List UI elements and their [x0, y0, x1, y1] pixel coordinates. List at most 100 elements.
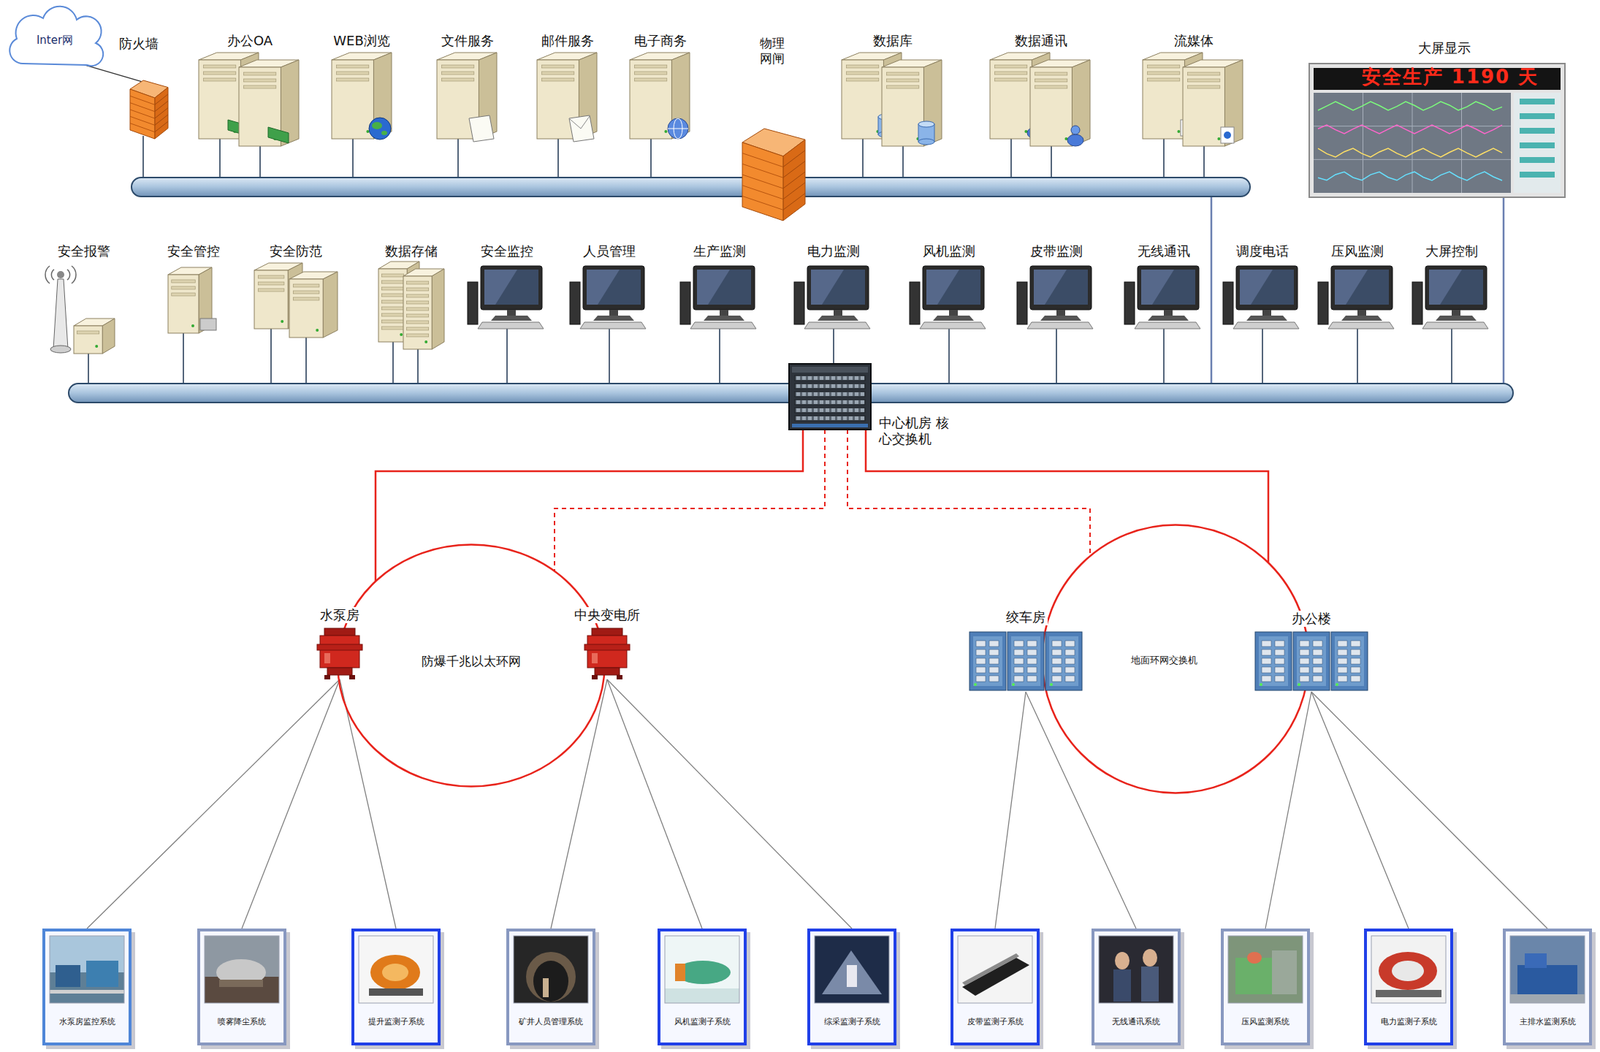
node-illustration: [1122, 264, 1205, 329]
photo-shape: [1378, 951, 1438, 990]
photo-border: [814, 935, 890, 1004]
drive-slot: [292, 284, 320, 288]
server-side: [431, 268, 445, 350]
card-frame: [1220, 928, 1310, 1046]
port: [1337, 667, 1348, 673]
card-photo: [204, 935, 280, 1004]
node-label: 文件服务: [439, 32, 497, 50]
globe-land: [371, 122, 383, 130]
node-illustration: [130, 80, 169, 139]
subsystem-card: 水泵房监控系统: [42, 928, 132, 1046]
monitor-base: [817, 315, 859, 321]
monitor-bezel: [1030, 265, 1092, 310]
drive-slot: [995, 71, 1028, 75]
node-label: 中心机房 核心交换机: [876, 414, 952, 448]
status-led: [1259, 683, 1263, 687]
monitor-screen: [1334, 269, 1389, 305]
monitor-screen: [696, 269, 752, 305]
display-wall: 大屏显示安全生产 1190 天: [1309, 63, 1565, 198]
port: [976, 667, 986, 673]
port: [813, 384, 818, 388]
server-front: [378, 268, 407, 342]
bus-wire: [1203, 143, 1205, 180]
monitor-neck: [1357, 309, 1367, 316]
card-photo: [513, 935, 589, 1004]
monitor-neck: [1451, 309, 1461, 316]
enclosure-body: [320, 635, 360, 668]
connector-line: [86, 679, 340, 929]
drive-slot: [381, 287, 404, 291]
card-photo: [814, 935, 890, 1004]
port: [843, 416, 847, 421]
port: [802, 392, 806, 396]
node-label: 安全监控: [478, 243, 536, 261]
database-icon: [918, 138, 935, 145]
bus-wire: [902, 143, 904, 180]
brick-line: [154, 100, 169, 112]
monitor-base: [703, 315, 745, 321]
drive-slot: [171, 279, 196, 283]
port: [1274, 658, 1285, 665]
explosion-proof-switch: 中央变电所: [584, 628, 630, 680]
photo-shape: [542, 978, 549, 998]
port: [1065, 667, 1075, 673]
chassis-top: [791, 366, 868, 373]
port: [1027, 658, 1037, 665]
monitor-screen: [1239, 269, 1294, 305]
port: [813, 400, 818, 405]
monitor-base: [490, 315, 532, 321]
line-card: [794, 415, 866, 421]
card-shadow: [355, 932, 445, 1050]
power-led: [399, 333, 403, 337]
node-illustration: [42, 928, 132, 1046]
port: [843, 408, 847, 413]
port: [819, 384, 824, 388]
port: [831, 392, 836, 396]
card-shadow: [1506, 932, 1596, 1050]
user-icon: [1071, 125, 1080, 135]
connector-line: [1311, 691, 1409, 929]
drive-slot: [406, 333, 429, 337]
port: [808, 408, 812, 413]
drive-slot: [244, 78, 277, 82]
pc-tower: [1412, 282, 1423, 325]
photo-shape: [368, 988, 424, 996]
monitor-base: [1246, 315, 1288, 321]
port: [837, 408, 841, 413]
bus-wire: [305, 334, 307, 386]
port: [1299, 640, 1310, 647]
port: [860, 384, 865, 388]
brick-line: [783, 171, 806, 189]
server-side: [102, 318, 115, 354]
connector-line: [1311, 691, 1548, 929]
drive-slot: [381, 320, 404, 323]
node-label: 数据库: [870, 32, 915, 50]
subsystem-card: 主排水监测系统: [1502, 928, 1592, 1046]
power-led: [424, 340, 428, 344]
card-frame: [1502, 928, 1592, 1046]
port: [802, 384, 806, 388]
monitor-glare: [1429, 269, 1462, 305]
drive-slot: [846, 65, 879, 68]
database-icon: [918, 121, 935, 128]
screen-bar: [1519, 98, 1555, 105]
bus-wire: [1055, 325, 1058, 386]
monitor-glare: [1033, 269, 1067, 305]
card-panel: [509, 931, 593, 1043]
bus-wire: [1356, 325, 1359, 386]
drive-slot: [1035, 85, 1068, 89]
card-frame: [1364, 928, 1454, 1046]
photo-shape: [1098, 935, 1174, 1004]
photo-shape: [526, 951, 576, 1002]
enclosure-flange: [584, 644, 630, 651]
drive-slot: [1147, 65, 1180, 68]
monitor-screen: [586, 269, 641, 305]
photo-shape: [358, 935, 434, 1004]
workstation: 调度电话: [1221, 264, 1304, 329]
port: [813, 376, 818, 380]
line-card: [794, 391, 866, 397]
keyboard: [690, 322, 757, 329]
alarm-device: 安全报警: [46, 263, 117, 356]
power-led: [1176, 130, 1180, 133]
drive-slot: [257, 288, 285, 292]
